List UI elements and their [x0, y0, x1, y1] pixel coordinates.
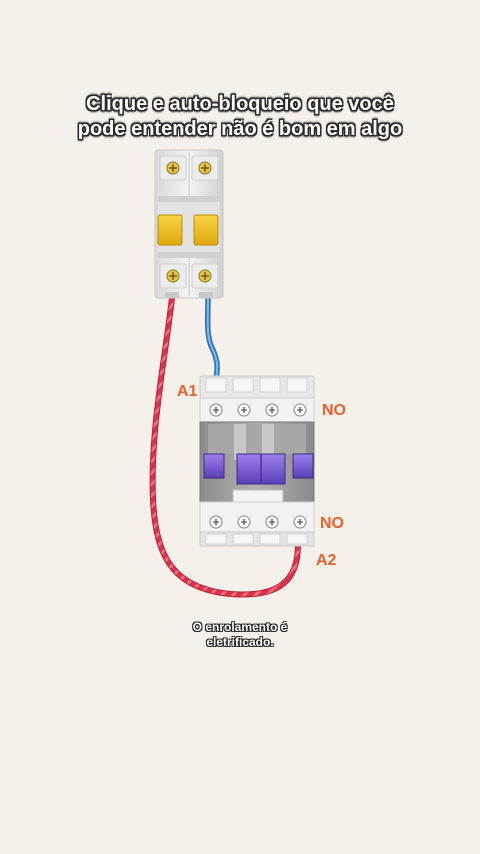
contactor	[199, 375, 315, 547]
label-no-bottom: NO	[320, 515, 344, 532]
subtitle-caption: O enrolamento é eletrificado.	[150, 620, 330, 650]
label-no-top: NO	[322, 402, 346, 419]
circuit-breaker	[154, 149, 224, 299]
label-a1: A1	[177, 383, 198, 400]
video-title: Clique e auto-bloqueio que você pode ent…	[0, 92, 480, 142]
title-line-1: Clique e auto-bloqueio que você	[86, 93, 394, 115]
breaker-right-toggle	[193, 214, 219, 246]
title-line-2: pode entender não é bom em algo	[77, 118, 403, 140]
caption-line-2: eletrificado.	[206, 635, 274, 649]
contactor-bottom-screws	[209, 515, 307, 529]
contact-block-right	[292, 453, 314, 479]
contact-block-left	[203, 453, 225, 479]
breaker-left-toggle	[157, 214, 183, 246]
contactor-top-screws	[209, 403, 307, 417]
caption-line-1: O enrolamento é	[192, 620, 288, 634]
label-a2: A2	[316, 552, 337, 569]
